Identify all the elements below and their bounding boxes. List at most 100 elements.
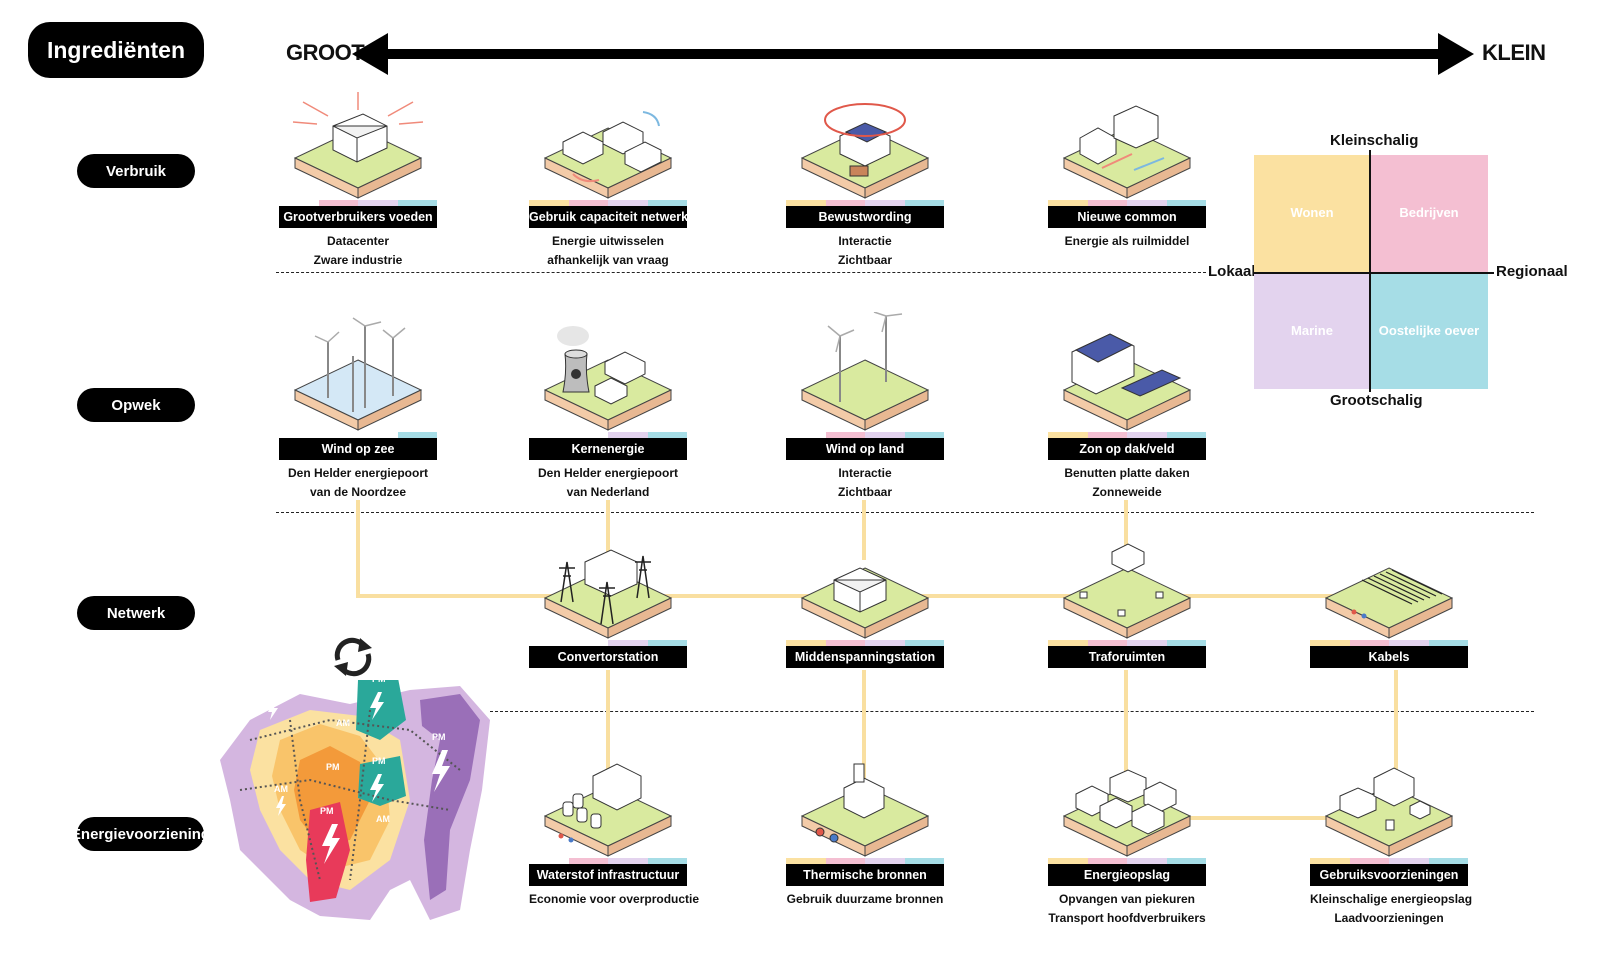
map-label-pm: PM bbox=[320, 806, 334, 816]
tile-substation-illustration bbox=[800, 567, 930, 639]
card-line: afhankelijk van vraag bbox=[547, 253, 669, 267]
legend-left-label: Lokaal bbox=[1208, 263, 1256, 280]
category-bars bbox=[1048, 858, 1206, 864]
row-label-opwek: Opwek bbox=[77, 388, 195, 422]
legend-quadrant-oostelijke bbox=[1370, 273, 1488, 389]
tile-offshore-wind-illustration bbox=[293, 317, 423, 431]
card-waterstof: Waterstof infrastructuur Economie voor o… bbox=[529, 750, 700, 909]
tile-facilities-illustration bbox=[1324, 767, 1454, 857]
card-line: van de Noordzee bbox=[309, 485, 407, 499]
tile-awareness-illustration bbox=[800, 103, 930, 199]
category-bars bbox=[1310, 858, 1468, 864]
card-line: Den Helder energiepoort bbox=[287, 466, 429, 480]
card-line: Economie voor overproductie bbox=[529, 892, 700, 906]
tile-thermal-illustration bbox=[800, 763, 930, 857]
map-label-pm: PM bbox=[266, 682, 280, 692]
tile-solar-illustration bbox=[1062, 333, 1192, 431]
card-middenspanningstation: Middenspanningstation bbox=[786, 532, 944, 668]
page-title: Ingrediënten bbox=[28, 22, 204, 78]
map-label-am: AM bbox=[274, 784, 288, 794]
card-title: Gebruik capaciteit netwerk bbox=[529, 206, 688, 228]
legend-horizontal-axis bbox=[1254, 272, 1494, 274]
card-line: Kleinschalige energieopslag bbox=[1310, 892, 1473, 906]
card-gebruik-capaciteit: Gebruik capaciteit netwerk Energie uitwi… bbox=[529, 92, 688, 270]
card-line: Datacenter bbox=[326, 234, 390, 248]
map-label-pm: PM bbox=[432, 732, 446, 742]
tile-onshore-wind-illustration bbox=[800, 312, 930, 431]
card-gebruiksvoorzieningen: Gebruiksvoorzieningen Kleinschalige ener… bbox=[1310, 750, 1473, 928]
legend-oostelijke-label: Oostelijke oever bbox=[1378, 323, 1480, 338]
map-label-am: AM bbox=[336, 718, 350, 728]
legend-bottom-label: Grootschalig bbox=[1330, 392, 1423, 409]
card-line: Gebruik duurzame bronnen bbox=[786, 892, 944, 906]
card-line: Benutten platte daken bbox=[1064, 466, 1190, 480]
legend-quadrant-bedrijven bbox=[1370, 155, 1488, 273]
card-line: Zichtbaar bbox=[837, 485, 892, 499]
tile-storage-illustration bbox=[1062, 769, 1192, 857]
card-line: Zonneweide bbox=[1092, 485, 1162, 499]
scale-right-label: KLEIN bbox=[1482, 40, 1546, 65]
category-bars bbox=[279, 200, 437, 206]
card-title: Gebruiksvoorzieningen bbox=[1310, 864, 1468, 886]
category-bars bbox=[1048, 640, 1206, 646]
card-line: Transport hoofdverbruikers bbox=[1048, 911, 1206, 925]
map-label-pm: PM bbox=[372, 756, 386, 766]
legend-bedrijven-label: Bedrijven bbox=[1399, 205, 1459, 220]
card-line: Zware industrie bbox=[313, 253, 403, 267]
divider-2 bbox=[276, 512, 1534, 513]
legend-right-label: Regionaal bbox=[1496, 263, 1568, 280]
card-title: Wind op zee bbox=[279, 438, 437, 460]
card-traforuimten: Traforuimten bbox=[1048, 532, 1206, 668]
tile-network-capacity-illustration bbox=[543, 111, 673, 199]
tile-hydrogen-illustration bbox=[543, 763, 673, 857]
row-label-energievoorziening: Energievoorziening bbox=[71, 817, 210, 851]
card-line: Zichtbaar bbox=[837, 253, 892, 267]
card-title: Nieuwe common bbox=[1048, 206, 1206, 228]
card-title: Thermische bronnen bbox=[786, 864, 944, 886]
card-title: Grootverbruikers voeden bbox=[279, 206, 437, 228]
card-line: Den Helder energiepoort bbox=[537, 466, 679, 480]
card-title: Energieopslag bbox=[1048, 864, 1206, 886]
category-bars bbox=[529, 858, 687, 864]
card-line: Interactie bbox=[838, 234, 892, 248]
card-line: Interactie bbox=[838, 466, 892, 480]
card-title: Kabels bbox=[1310, 646, 1468, 668]
card-line: Energie uitwisselen bbox=[551, 234, 665, 248]
legend-wonen-label: Wonen bbox=[1290, 205, 1334, 220]
category-bars bbox=[786, 200, 944, 206]
legend-marine-label: Marine bbox=[1291, 323, 1333, 338]
category-bars bbox=[786, 640, 944, 646]
tile-cables-illustration bbox=[1324, 567, 1454, 639]
category-bars bbox=[786, 432, 944, 438]
category-bars bbox=[1048, 200, 1206, 206]
legend-top-label: Kleinschalig bbox=[1330, 132, 1419, 149]
scale-left-label: GROOT bbox=[286, 40, 365, 65]
category-bars bbox=[279, 432, 437, 438]
map-label-pm: PM bbox=[372, 680, 386, 684]
category-bars bbox=[1048, 432, 1206, 438]
refresh-cycle-icon bbox=[334, 637, 372, 677]
card-title: Waterstof infrastructuur bbox=[529, 864, 687, 886]
card-convertorstation: Convertorstation bbox=[529, 532, 687, 668]
tile-common-illustration bbox=[1062, 105, 1192, 199]
card-thermische-bronnen: Thermische bronnen Gebruik duurzame bron… bbox=[786, 750, 944, 909]
card-title: Kernenergie bbox=[529, 438, 687, 460]
category-bars bbox=[786, 858, 944, 864]
tile-converter-station-illustration bbox=[543, 549, 673, 639]
divider-3 bbox=[490, 711, 1534, 712]
row-label-netwerk: Netwerk bbox=[77, 596, 195, 630]
card-line: Energie als ruilmiddel bbox=[1064, 234, 1190, 248]
card-kabels: Kabels bbox=[1310, 532, 1468, 668]
row-label-verbruik: Verbruik bbox=[77, 154, 195, 188]
map-label-pm: PM bbox=[326, 762, 340, 772]
category-bars bbox=[529, 200, 687, 206]
card-title: Middenspanningstation bbox=[786, 646, 944, 668]
card-title: Zon op dak/veld bbox=[1048, 438, 1206, 460]
category-bars bbox=[1310, 640, 1468, 646]
